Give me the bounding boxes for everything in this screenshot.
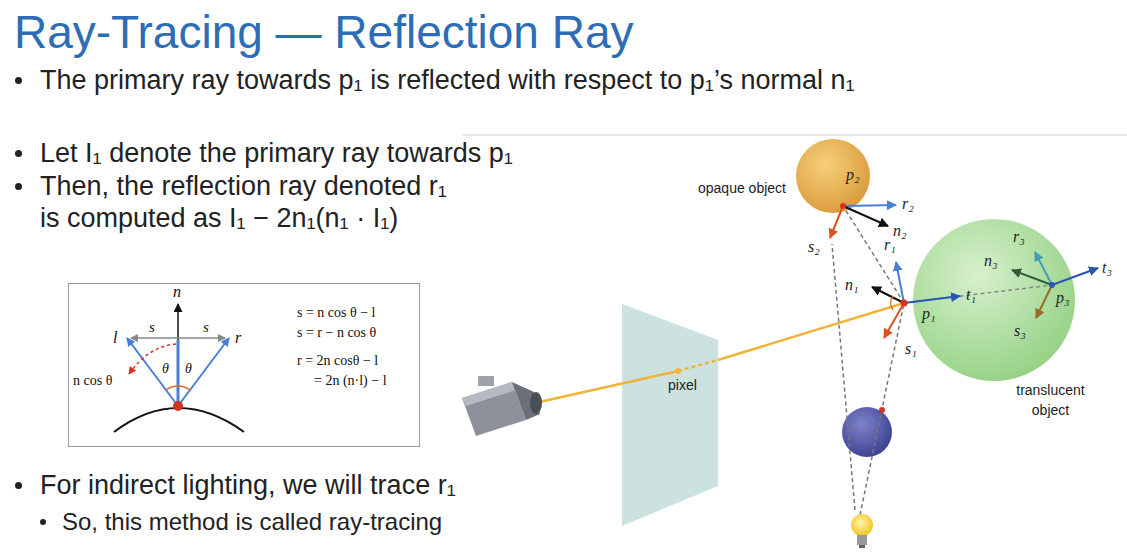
bullet-dot	[15, 150, 22, 157]
formula: r = 2n cosθ − l	[297, 352, 378, 370]
angle-label: θ	[185, 360, 192, 378]
point-label: p₂	[846, 166, 860, 184]
ray-label: r₁	[884, 236, 896, 254]
shadow-ray-label: s₃	[1014, 322, 1026, 340]
bullet-text: Let I₁ denote the primary ray towards p₁	[40, 137, 513, 169]
ray-label: t₃	[1102, 259, 1112, 277]
node-symbol: l	[113, 328, 117, 348]
node-symbol: s	[203, 318, 209, 337]
inset-box: n l s s r s = n cos θ − l s = r − n cos θ n cos…	[68, 283, 420, 447]
bullet-dot	[15, 482, 22, 489]
node-symbol: r	[235, 328, 241, 348]
node-symbol: n cos θ	[73, 372, 112, 390]
normal-label: n₁	[845, 276, 859, 294]
formula: = 2n (n·l) − l	[314, 372, 387, 390]
normal-label: n₃	[984, 252, 998, 270]
angle-label: θ	[162, 360, 169, 378]
ray-label: r₂	[902, 195, 914, 213]
point-label: p₃	[1056, 289, 1070, 307]
slide-title: Ray-Tracing — Reflection Ray	[14, 4, 634, 60]
bullet-dot	[15, 183, 22, 190]
object-label: opaque object	[698, 180, 786, 197]
point-label: p₁	[922, 305, 936, 323]
bullet-text: For indirect lighting, we will trace r₁	[40, 469, 456, 501]
sub-bullet-dot	[40, 519, 46, 525]
bullet-text: Then, the reflection ray denoted r₁ is c…	[40, 170, 472, 234]
bullet-text: The primary ray towards p₁ is reflected …	[40, 64, 855, 96]
shadow-ray-label: s₂	[808, 238, 820, 256]
shadow-ray-label: s₁	[905, 340, 917, 358]
object-label: translucent object	[1003, 380, 1098, 420]
sub-bullet-text: So, this method is called ray-tracing	[62, 508, 442, 536]
ray-label: r₃	[1013, 228, 1025, 246]
node-symbol: s	[149, 318, 155, 337]
formula: s = n cos θ − l	[297, 304, 376, 322]
bullet-dot	[15, 77, 22, 84]
node-symbol: n	[173, 282, 181, 302]
ray-label: t₁	[966, 286, 976, 304]
formula: s = r − n cos θ	[297, 324, 376, 342]
pixel-label: pixel	[668, 377, 697, 394]
